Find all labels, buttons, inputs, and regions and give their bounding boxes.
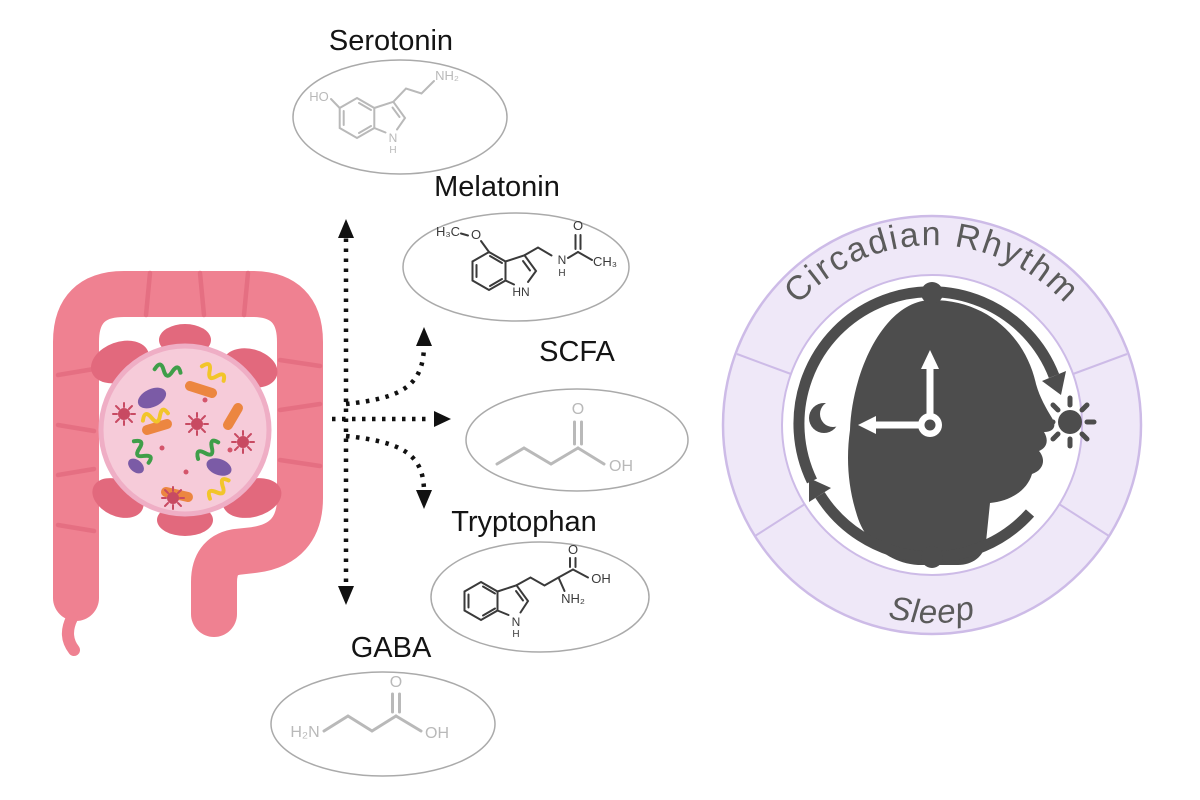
arrowhead-up-icon <box>338 219 354 238</box>
arrowhead-right-icon <box>434 411 451 427</box>
arrow-to-tryptophan <box>345 433 427 493</box>
atom-label: N <box>389 131 398 145</box>
scfa-bubble <box>465 388 689 492</box>
moon-icon <box>809 401 846 433</box>
bacteria-dots <box>159 397 233 475</box>
large-intestine <box>53 271 323 637</box>
scfa-structure: O OH <box>495 401 633 475</box>
haustra-marks <box>55 270 323 534</box>
atom-label: NH₂ <box>561 591 585 606</box>
ring-dividers <box>736 353 1128 537</box>
tryptophan-label: Tryptophan <box>451 506 597 538</box>
cycle-arrow-bottom-icon <box>815 492 1035 563</box>
gaba-structure: H₂N O OH <box>290 674 449 742</box>
cycle-arrowhead-left-icon <box>809 478 831 502</box>
bacteria-purple <box>128 387 232 476</box>
atom-label: N <box>512 615 521 629</box>
atom-label: OH <box>591 571 611 586</box>
serotonin-label: Serotonin <box>329 25 453 57</box>
atom-label: O <box>572 401 584 418</box>
cycle-arrows <box>793 282 1066 568</box>
atom-label: HO <box>309 89 329 104</box>
arrowhead-down2-icon <box>416 490 432 509</box>
head-silhouette-icon <box>848 300 1055 565</box>
atom-label: O <box>390 674 402 691</box>
gut-bacteria <box>112 359 255 510</box>
atom-label: H₃C <box>436 224 460 239</box>
atom-label: H₂N <box>290 724 319 741</box>
scfa-label: SCFA <box>539 336 615 368</box>
cycle-dot-bottom <box>921 546 943 568</box>
molecule-scfa: SCFA O OH <box>465 336 689 492</box>
arrow-to-melatonin <box>345 343 427 407</box>
tryptophan-bubble <box>430 541 650 653</box>
atom-label: OH <box>425 725 449 742</box>
atom-label: H <box>389 145 396 156</box>
molecule-melatonin: Melatonin H₃C O HN N H O CH₃ <box>402 171 630 322</box>
molecule-gaba: GABA H₂N O OH <box>270 632 496 777</box>
melatonin-bubble <box>402 212 630 322</box>
serotonin-structure: HO NH₂ N H <box>309 68 459 156</box>
cycle-arrowhead-right-icon <box>1042 371 1066 395</box>
atom-label: NH₂ <box>435 68 459 83</box>
circadian-clock-diagram: Circadian Rhythm Sleep <box>721 214 1143 636</box>
melatonin-label: Melatonin <box>434 171 560 203</box>
atom-label: OH <box>609 458 633 475</box>
molecule-tryptophan: Tryptophan O OH NH₂ N H <box>430 506 650 653</box>
metabolite-arrows <box>332 219 451 605</box>
arrowhead-down-icon <box>338 586 354 605</box>
sleep-arc-text: Sleep <box>886 589 977 631</box>
arrowhead-up2-icon <box>416 327 432 346</box>
clock-arrows-icon <box>858 350 942 437</box>
sun-icon <box>1043 395 1097 449</box>
cycle-arrow-top-icon <box>793 286 1060 484</box>
gut-illustration <box>53 270 323 656</box>
atom-label: N <box>558 253 567 267</box>
appendix <box>62 612 80 656</box>
cycle-dot-top <box>921 282 943 304</box>
microbiome-magnifier-circle <box>98 343 272 517</box>
atom-label: H <box>512 629 519 640</box>
gaba-label: GABA <box>351 632 432 664</box>
atom-label: O <box>471 227 481 242</box>
atom-label: H <box>558 268 565 279</box>
atom-label: CH₃ <box>593 254 617 269</box>
melatonin-structure: H₃C O HN N H O CH₃ <box>436 218 617 299</box>
atom-label: O <box>573 218 583 233</box>
atom-label: HN <box>512 285 529 299</box>
molecule-serotonin: Serotonin HO NH₂ N H <box>292 25 508 175</box>
tryptophan-structure: O OH NH₂ N H <box>463 542 611 640</box>
atom-label: O <box>568 542 578 557</box>
